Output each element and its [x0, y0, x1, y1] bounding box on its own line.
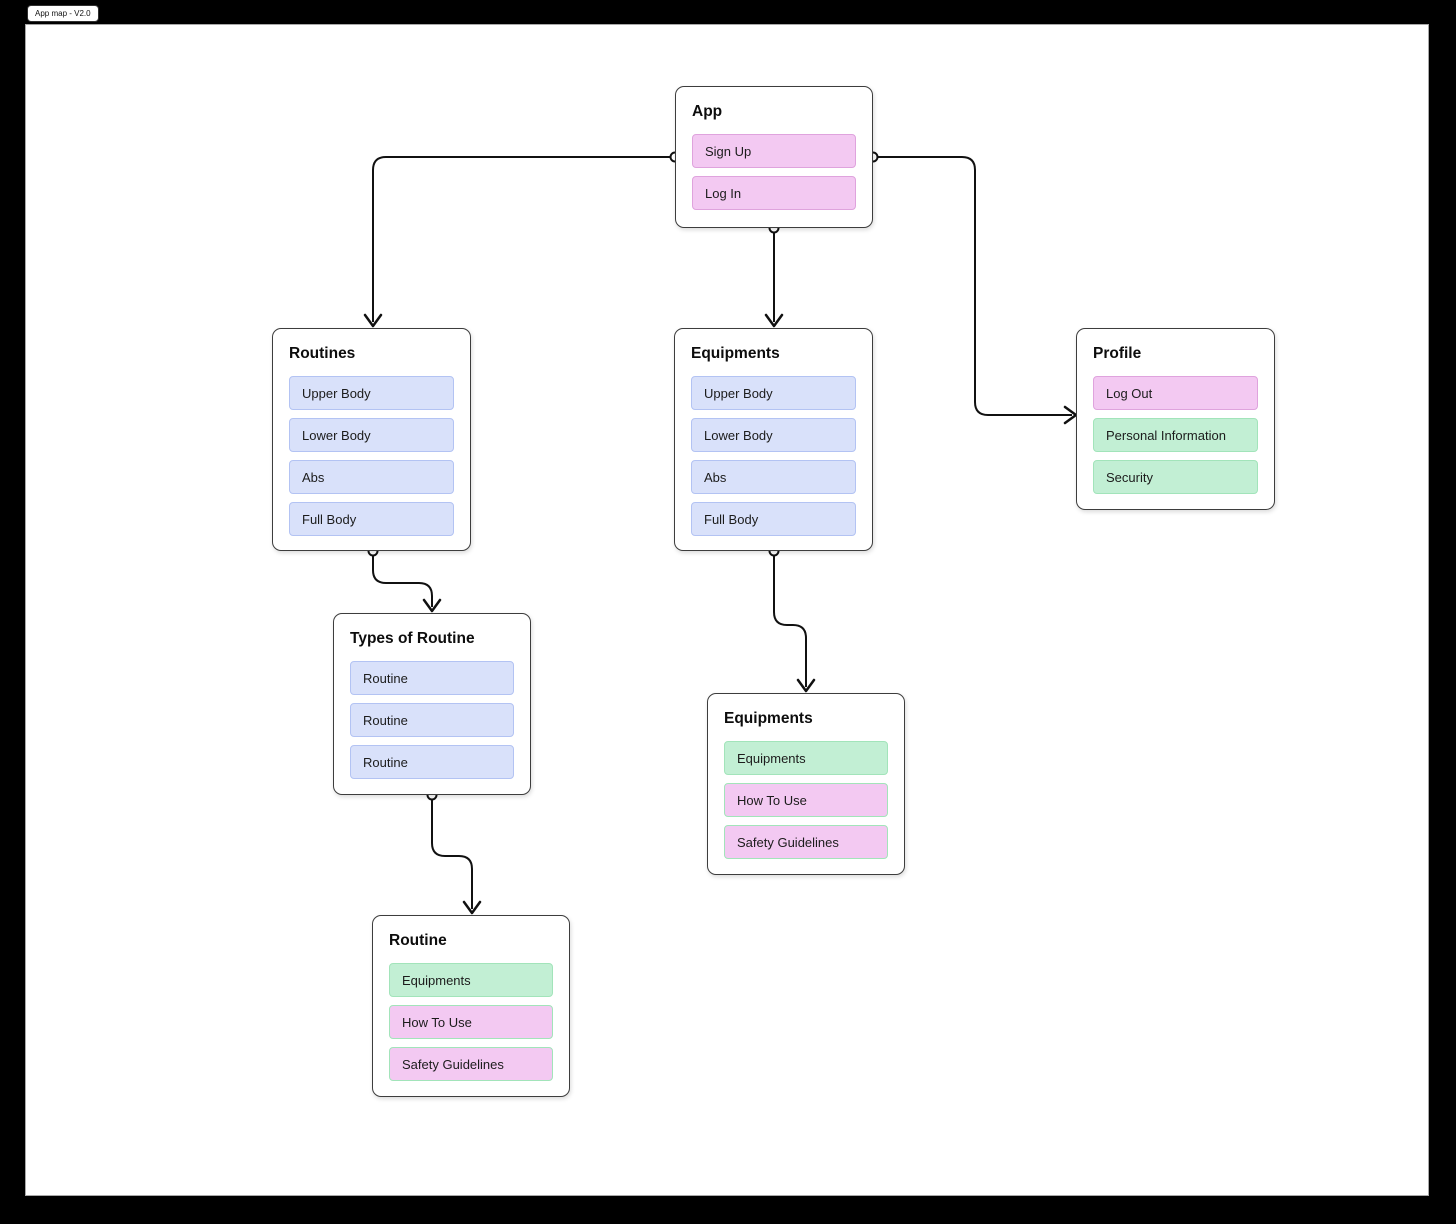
node-item-abs[interactable]: Abs: [289, 460, 454, 494]
node-item-equipments[interactable]: Equipments: [389, 963, 553, 997]
node-item-lower-body[interactable]: Lower Body: [691, 418, 856, 452]
node-item-how-to-use[interactable]: How To Use: [389, 1005, 553, 1039]
node-equipments[interactable]: Equipments Upper Body Lower Body Abs Ful…: [674, 328, 873, 551]
node-profile[interactable]: Profile Log Out Personal Information Sec…: [1076, 328, 1275, 510]
node-item-security[interactable]: Security: [1093, 460, 1258, 494]
node-routines[interactable]: Routines Upper Body Lower Body Abs Full …: [272, 328, 471, 551]
node-item-log-in[interactable]: Log In: [692, 176, 856, 210]
node-item-routine[interactable]: Routine: [350, 703, 514, 737]
node-item-sign-up[interactable]: Sign Up: [692, 134, 856, 168]
arrowhead-icon: [363, 313, 383, 328]
node-title: Profile: [1093, 345, 1142, 362]
node-item-upper-body[interactable]: Upper Body: [691, 376, 856, 410]
arrowhead-icon: [796, 678, 816, 693]
node-item-how-to-use[interactable]: How To Use: [724, 783, 888, 817]
node-item-equipments[interactable]: Equipments: [724, 741, 888, 775]
connector-routines-to-types[interactable]: [372, 551, 433, 607]
node-title: Equipments: [691, 345, 780, 362]
node-title: Equipments: [724, 710, 813, 727]
arrowhead-icon: [422, 598, 442, 613]
connector-equipments-to-detail[interactable]: [773, 551, 807, 687]
arrowhead-icon: [462, 900, 482, 915]
node-item-lower-body[interactable]: Lower Body: [289, 418, 454, 452]
node-item-safety-guidelines[interactable]: Safety Guidelines: [389, 1047, 553, 1081]
document-tab[interactable]: App map - V2.0: [27, 5, 99, 22]
node-item-abs[interactable]: Abs: [691, 460, 856, 494]
node-title: Types of Routine: [350, 630, 475, 647]
node-item-full-body[interactable]: Full Body: [289, 502, 454, 536]
node-equipments-detail[interactable]: Equipments Equipments How To Use Safety …: [707, 693, 905, 875]
connector-app-to-routines[interactable]: [372, 156, 675, 322]
document-tab-label: App map - V2.0: [35, 9, 91, 18]
node-types-of-routine[interactable]: Types of Routine Routine Routine Routine: [333, 613, 531, 795]
connector-types-to-routine[interactable]: [431, 795, 473, 909]
node-item-full-body[interactable]: Full Body: [691, 502, 856, 536]
node-item-log-out[interactable]: Log Out: [1093, 376, 1258, 410]
connector-app-to-profile[interactable]: [873, 156, 1072, 416]
node-title: Routine: [389, 932, 447, 949]
arrowhead-icon: [764, 313, 784, 328]
node-item-safety-guidelines[interactable]: Safety Guidelines: [724, 825, 888, 859]
node-item-personal-information[interactable]: Personal Information: [1093, 418, 1258, 452]
node-item-routine[interactable]: Routine: [350, 661, 514, 695]
node-title: Routines: [289, 345, 356, 362]
node-item-upper-body[interactable]: Upper Body: [289, 376, 454, 410]
node-routine-detail[interactable]: Routine Equipments How To Use Safety Gui…: [372, 915, 570, 1097]
node-app[interactable]: App Sign Up Log In: [675, 86, 873, 228]
node-item-routine[interactable]: Routine: [350, 745, 514, 779]
node-title: App: [692, 103, 723, 120]
